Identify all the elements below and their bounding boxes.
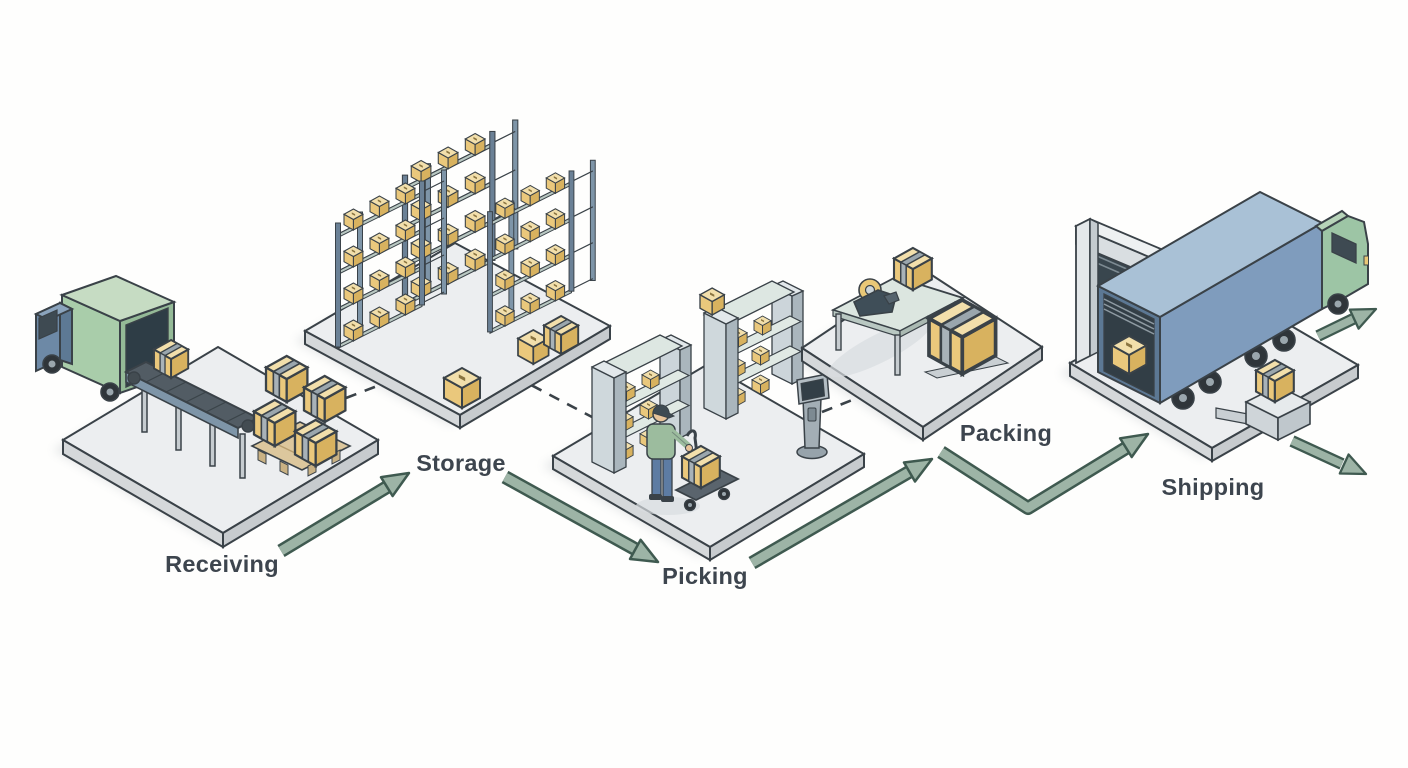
connector-storage-picking (513, 374, 593, 419)
outbound-box-pedestal-icon (1215, 358, 1312, 442)
stage-label-shipping: Shipping (1162, 474, 1265, 500)
outbound-box-icon (1254, 358, 1295, 404)
small-packed-box-icon (892, 246, 933, 292)
stage-label-storage: Storage (416, 450, 506, 476)
picking-stage (551, 281, 866, 562)
arrow-outbound-lower (1289, 435, 1368, 476)
flow-arrows (277, 307, 1378, 570)
delivery-truck-icon (33, 274, 177, 402)
cargo-truck-icon (1095, 190, 1369, 410)
warehouse-worker-icon (646, 404, 693, 502)
storage-platform (302, 241, 613, 430)
truck-cab (1314, 209, 1369, 315)
arrow-packing-to-shipping (937, 432, 1150, 515)
incoming-box-icon (153, 339, 190, 379)
tape-dispenser-icon (852, 278, 900, 317)
stage-labels: Receiving Storage Picking Packing Shippi… (165, 420, 1264, 589)
stage-label-receiving: Receiving (165, 551, 279, 577)
packing-stage (800, 246, 1044, 442)
arrow-outbound-upper (1315, 307, 1378, 342)
connector-picking-packing (821, 387, 881, 414)
arrow-storage-to-picking (501, 470, 660, 564)
receiving-stage (33, 274, 380, 549)
arrow-receiving-to-storage (277, 471, 411, 557)
shipping-stage (1067, 190, 1369, 463)
hand-cart-icon (673, 429, 741, 512)
loaded-box-icon (1110, 334, 1149, 376)
picked-box-icon (680, 444, 721, 490)
scanner-kiosk-icon (796, 373, 830, 460)
stage-label-picking: Picking (662, 563, 748, 589)
pallet-of-boxes-icon (250, 354, 352, 477)
conveyor-belt-icon (123, 339, 261, 479)
stage-label-packing: Packing (960, 420, 1052, 446)
sealed-box-icon (927, 298, 998, 376)
arrow-picking-to-packing (748, 457, 934, 570)
storage-stage (302, 120, 613, 430)
